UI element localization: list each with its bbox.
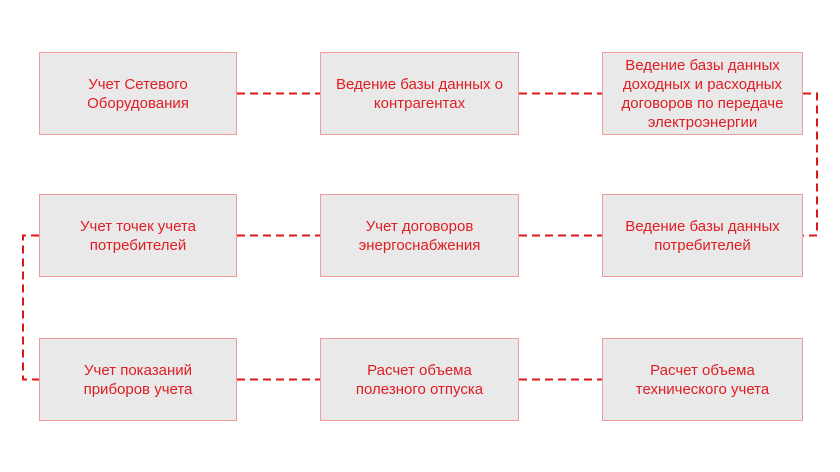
node-meter-readings: Учет показаний приборов учета (39, 338, 237, 421)
node-transmission-contracts-db: Ведение базы данных доходных и расходных… (602, 52, 803, 135)
node-counterparties-db: Ведение базы данных о контрагентах (320, 52, 519, 135)
node-useful-output-volume: Расчет объема полезного отпуска (320, 338, 519, 421)
node-supply-contracts: Учет договоров энергоснабжения (320, 194, 519, 277)
node-network-equipment: Учет Сетевого Оборудования (39, 52, 237, 135)
node-consumer-metering-points: Учет точек учета потребителей (39, 194, 237, 277)
connector-transmission-contracts-db-consumers-db (803, 92, 818, 237)
connector-consumer-metering-points-meter-readings (22, 234, 39, 381)
node-technical-metering-volume: Расчет объема технического учета (602, 338, 803, 421)
node-consumers-db: Ведение базы данных потребителей (602, 194, 803, 277)
